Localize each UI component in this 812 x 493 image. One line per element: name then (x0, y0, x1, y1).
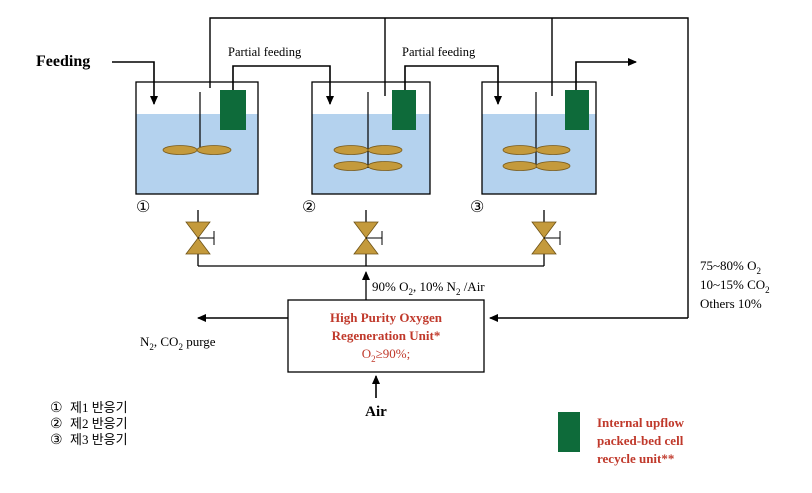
impeller-blade (333, 161, 369, 171)
valve-3 (531, 221, 561, 255)
valve-1 (185, 221, 215, 255)
valve-2 (353, 221, 383, 255)
offgas-others-label: Others 10% (700, 296, 762, 311)
offgas-co2-label: 10~15% CO2 (700, 277, 770, 295)
impeller-blade (162, 145, 198, 155)
cell-unit-legend: Internal upflow packed-bed cell recycle … (558, 412, 685, 466)
cell-unit-legend-swatch (558, 412, 580, 452)
impeller-blade (367, 145, 403, 155)
legend-item-2-num: ② (50, 417, 63, 432)
impeller-blade (535, 145, 571, 155)
partial-feeding-label-1: Partial feeding (228, 45, 302, 59)
feeding-label: Feeding (36, 53, 90, 70)
reactor-number-2: ② (302, 199, 316, 216)
reactor-1-vessel (135, 81, 259, 195)
purge-label: N2, CO2 purge (140, 334, 216, 352)
legend-item-1-text: 제1 반응기 (70, 400, 128, 415)
reactor-1-cell-unit (220, 90, 246, 130)
partial-feeding-label-2: Partial feeding (402, 45, 476, 59)
impeller-blade (367, 161, 403, 171)
regeneration-unit-box (287, 299, 485, 373)
reactor-1 (135, 81, 259, 195)
reactor-3 (481, 81, 597, 195)
legend-item-2-text: 제2 반응기 (70, 416, 128, 431)
impeller-blade (502, 161, 538, 171)
feed-lines (112, 58, 637, 105)
legend-item-3-num: ③ (50, 433, 63, 448)
reactor-3-vessel (481, 81, 597, 195)
reactor-number-3: ③ (470, 199, 484, 216)
offgas-o2-label: 75~80% O2 (700, 258, 761, 276)
reactor-2-vessel (311, 81, 431, 195)
legend-item-1-num: ① (50, 401, 63, 416)
impeller-blade (333, 145, 369, 155)
unit-title-line-1: High Purity Oxygen (330, 310, 443, 325)
gas-piping (209, 17, 689, 318)
supply-gas-label: 90% O2, 10% N2 /Air (372, 279, 485, 297)
impeller-blade (535, 161, 571, 171)
unit-flow-lines (197, 314, 688, 398)
cell-unit-legend-line-3: recycle unit** (597, 451, 674, 466)
impeller-blade (196, 145, 232, 155)
reactor-2 (311, 81, 431, 195)
cell-unit-legend-line-1: Internal upflow (597, 415, 685, 430)
reactor-2-cell-unit (392, 90, 416, 130)
impeller-blade (502, 145, 538, 155)
reactor-legend: ① 제1 반응기 ② 제2 반응기 ③ 제3 반응기 (50, 400, 128, 448)
legend-item-3-text: 제3 반응기 (70, 432, 128, 447)
unit-title-line-2: Regeneration Unit* (332, 328, 441, 343)
reactor-number-1: ① (136, 199, 150, 216)
cell-unit-legend-line-2: packed-bed cell (597, 433, 684, 448)
reactor-3-cell-unit (565, 90, 589, 130)
unit-spec: O2≥90%; (362, 346, 410, 364)
air-label: Air (365, 404, 387, 420)
